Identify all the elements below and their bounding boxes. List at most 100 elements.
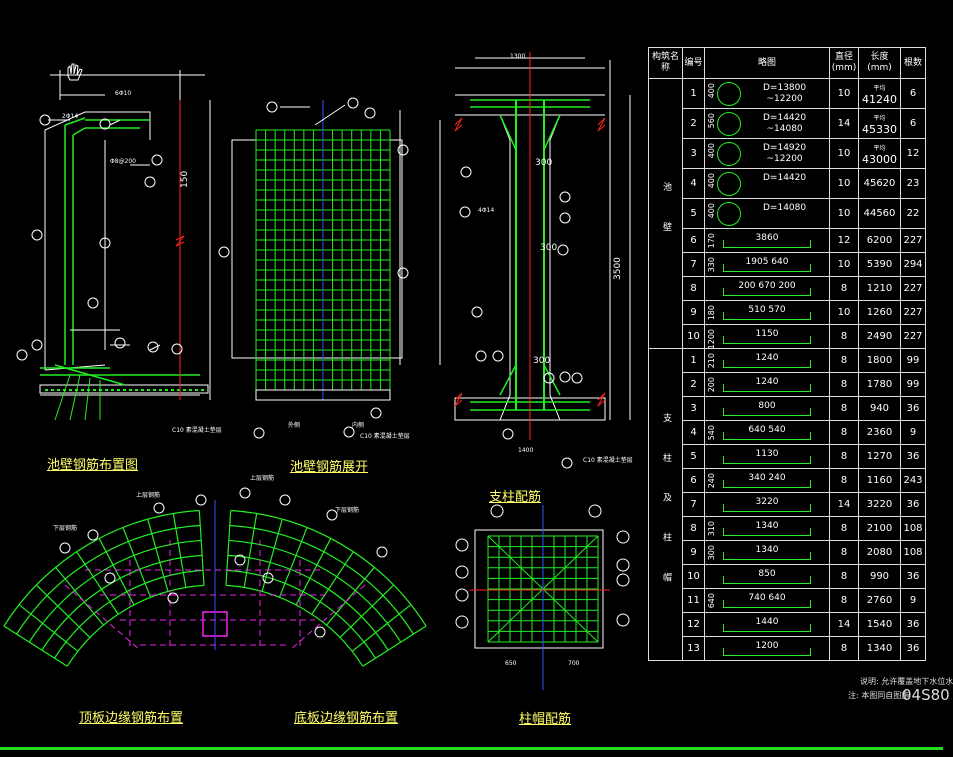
rebar-shape-icon — [723, 552, 811, 560]
dim-650-label: 650 — [505, 660, 517, 667]
length-cell: 2360 — [858, 420, 901, 445]
diameter-cell: 8 — [829, 636, 859, 661]
sketch-cell: 850 — [704, 564, 830, 589]
length-cell: 5390 — [858, 252, 901, 277]
lower-layer-bar — [64, 584, 141, 651]
drawing-code: 04S80 — [902, 686, 950, 704]
diameter-cell: 8 — [829, 348, 859, 373]
slab-radial-bar — [261, 519, 283, 592]
slab-radial-bar — [351, 604, 412, 652]
outer-side-label: 外侧 — [288, 421, 300, 429]
ring-bar-icon — [717, 82, 741, 106]
length-cell: 1210 — [858, 276, 901, 301]
note-line-1: 说明: 允许覆盖地下水位水 — [860, 677, 953, 686]
dim-300b-label: 300 — [540, 243, 557, 253]
wall-base — [255, 389, 391, 401]
count-cell: 243 — [900, 468, 926, 493]
count-cell: 227 — [900, 324, 926, 349]
diameter-cell: 10 — [829, 168, 859, 199]
diameter-cell: 14 — [829, 612, 859, 637]
wall-unfold-markers — [218, 97, 409, 439]
count-cell: 36 — [900, 636, 926, 661]
slab-radial-bar — [98, 538, 135, 606]
callout-marker — [279, 494, 291, 506]
bottom-rebar-label-left: 下层钢筋 — [53, 524, 77, 532]
count-cell: 36 — [900, 564, 926, 589]
sketch-cell: 1130 — [704, 444, 830, 469]
count-cell: 294 — [900, 252, 926, 277]
callout-marker — [153, 502, 165, 514]
length-cell: 2080 — [858, 540, 901, 565]
callout-marker — [376, 546, 388, 558]
slab-radial-bar — [147, 519, 169, 592]
callout-marker — [239, 487, 251, 499]
number-cell: 10 — [682, 564, 705, 589]
number-cell: 4 — [682, 168, 705, 199]
number-cell: 12 — [682, 612, 705, 637]
length-cell: 990 — [858, 564, 901, 589]
header-count: 根数 — [900, 47, 926, 79]
diameter-cell: 8 — [829, 564, 859, 589]
sketch-dimension: 400 — [707, 203, 716, 219]
sketch-cell: 200 670 200 — [704, 276, 830, 301]
callout-marker — [490, 504, 504, 518]
group-name-cell: 池 壁 — [648, 78, 683, 349]
bottom-rebar-label-right: 下层钢筋 — [335, 506, 359, 514]
rebar-shape-icon — [723, 336, 811, 344]
column-cap-title: 柱帽配筋 — [519, 712, 572, 727]
slab-ring-bar — [3, 509, 200, 627]
diameter-cell: 8 — [829, 468, 859, 493]
rebar-shape-icon — [723, 624, 811, 632]
sketch-dimension: 170 — [707, 233, 716, 249]
slab-ring-bar — [229, 524, 414, 635]
slab-radial-bar — [339, 584, 395, 638]
diameter-cell: 8 — [829, 444, 859, 469]
count-cell: 227 — [900, 300, 926, 325]
diameter-cell: 10 — [829, 78, 859, 109]
ring-bar-icon — [717, 172, 741, 196]
number-cell: 2 — [682, 108, 705, 139]
count-cell: 9 — [900, 420, 926, 445]
count-cell: 12 — [900, 138, 926, 169]
rebar-shape-icon — [723, 408, 811, 416]
number-cell: 3 — [682, 396, 705, 421]
number-cell: 6 — [682, 468, 705, 493]
slab-radial-bar — [3, 625, 68, 667]
length-cell: 2760 — [858, 588, 901, 613]
length-cell: 940 — [858, 396, 901, 421]
slab-radial-bar — [35, 584, 91, 638]
slab-ring-bar — [230, 509, 427, 627]
slab-radial-bar — [278, 527, 308, 598]
number-cell: 8 — [682, 276, 705, 301]
sketch-dimension: 180 — [707, 305, 716, 321]
count-cell: 99 — [900, 348, 926, 373]
wall-unfold-drawing — [231, 110, 441, 365]
rebar-shape-icon — [723, 600, 811, 608]
rebar-2d14-label: 2Φ14 — [62, 113, 78, 120]
rebar-shape-icon — [723, 456, 811, 464]
slab-radial-bar — [295, 538, 332, 606]
cap-outline — [474, 529, 604, 649]
callout-marker — [167, 592, 179, 604]
number-cell: 7 — [682, 492, 705, 517]
diameter-cell: 8 — [829, 396, 859, 421]
dim-3500-label: 3500 — [613, 257, 623, 280]
length-cell: 1270 — [858, 444, 901, 469]
